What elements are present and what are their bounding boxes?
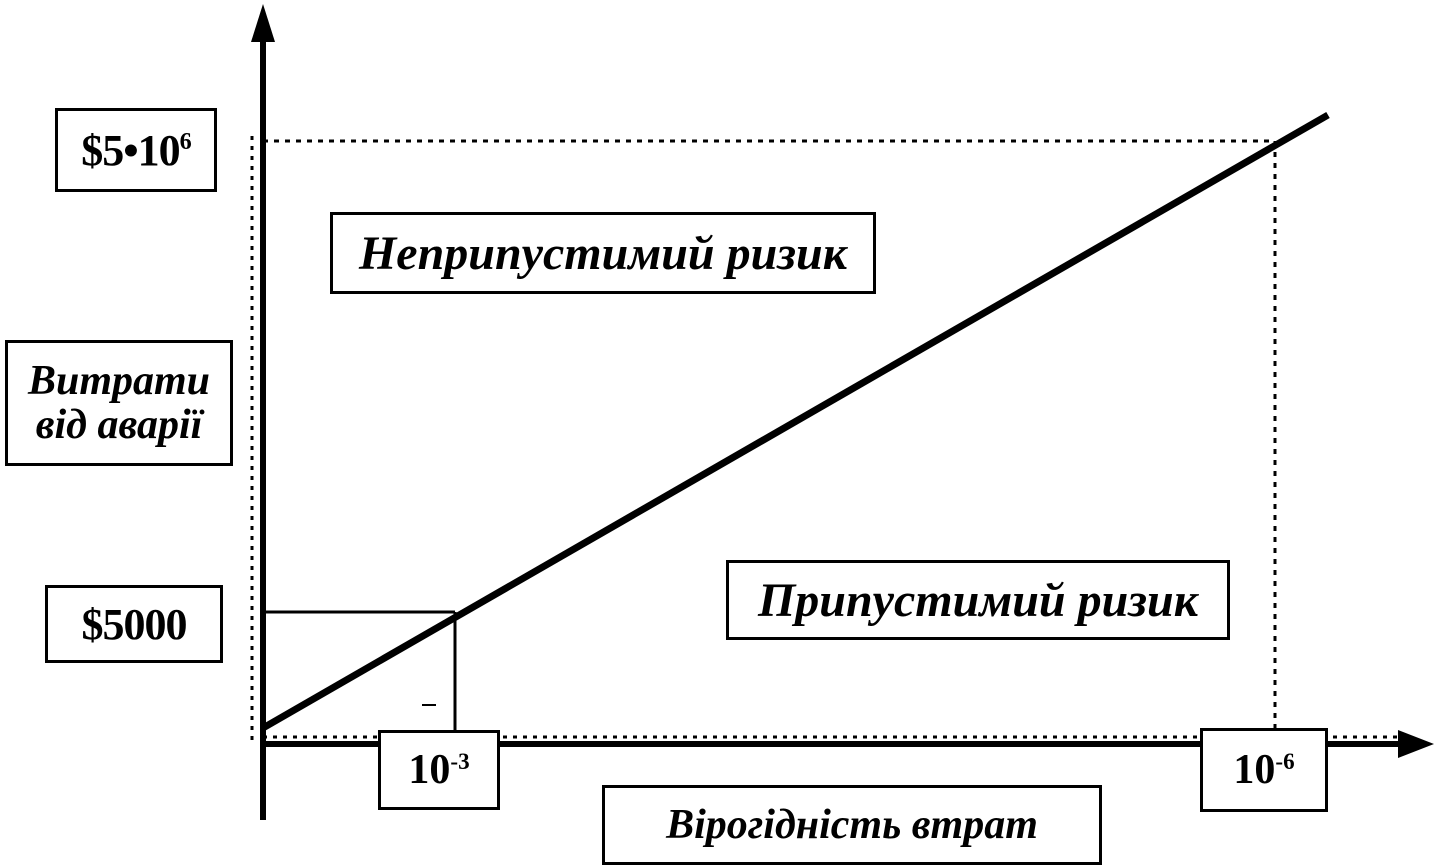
x-axis-label: Вірогідність втрат [602,785,1102,865]
y-tick-5000: $5000 [45,585,223,663]
y-axis-label: Витрати від аварії [5,340,233,466]
region-label-unacceptable: Неприпустимий ризик [330,212,876,294]
x-tick-10-6: 10-6 [1200,728,1328,812]
threshold-line [261,111,1330,732]
region-label-acceptable: Припустимий ризик [726,560,1230,640]
x-tick-10-3: 10-3 [378,730,500,810]
y-axis-arrow [251,4,275,42]
x-axis-arrow [1398,730,1434,758]
